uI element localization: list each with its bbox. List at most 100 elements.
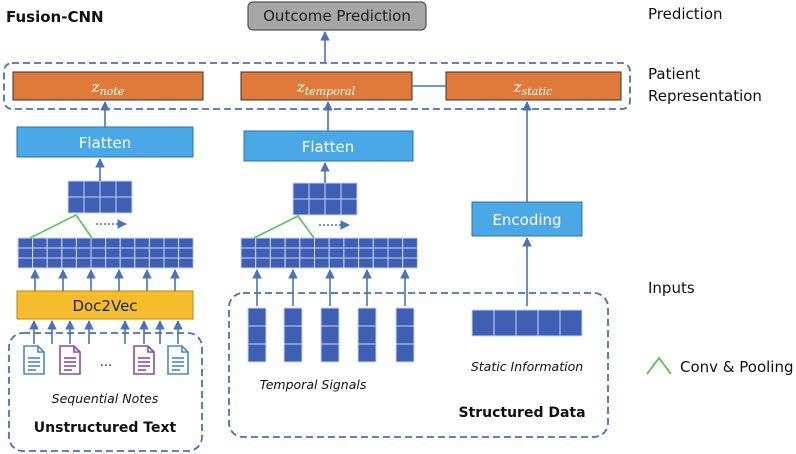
grid-cell (119, 237, 136, 249)
grid-cell (134, 247, 150, 259)
conv-grid-middle (240, 237, 418, 269)
grid-cell (269, 247, 286, 259)
grid-cell (32, 257, 48, 269)
grid-cell (299, 247, 315, 259)
grid-cell (358, 257, 374, 269)
grid-cell (284, 247, 301, 259)
grid-cell (328, 247, 345, 259)
conv-pooling-legend-label: Conv & Pooling (680, 358, 794, 376)
z-note-box (12, 71, 204, 101)
note-doc-icon (167, 345, 189, 375)
flatten-left-label: Flatten (79, 134, 132, 152)
temporal-signal-cell (247, 307, 267, 327)
grid-cell (328, 257, 345, 269)
grid-cell (148, 257, 165, 269)
grid-cell (61, 237, 77, 249)
note-doc-icon (59, 345, 81, 375)
grid-cell (134, 257, 150, 269)
grid-cell (75, 237, 92, 249)
grid-cell (17, 237, 34, 249)
patient-side-label: Patient (648, 65, 700, 83)
z-temporal-box (240, 71, 413, 101)
grid-cell (99, 180, 117, 198)
static-information-cell (559, 309, 583, 337)
z-temporal-label: ztemporal (296, 78, 356, 98)
representation-side-label: Representation (648, 87, 762, 105)
grid-cell (372, 247, 389, 259)
grid-cell (61, 247, 77, 259)
encoding-label: Encoding (492, 211, 561, 229)
grid-cell (134, 237, 150, 249)
conv-grid-left (17, 237, 194, 269)
encoding-box (471, 201, 583, 237)
grid-cell (115, 196, 133, 214)
grid-cell (387, 237, 404, 249)
grid-cell (240, 237, 257, 249)
grid-cell (402, 237, 418, 249)
z-temporal-sub: temporal (305, 85, 356, 98)
temporal-signal-cell (357, 325, 377, 345)
grid-cell (163, 247, 180, 259)
grid-cell (163, 257, 180, 269)
grid-cell (328, 237, 345, 249)
grid-cell (90, 257, 107, 269)
temporal-signal-cell (320, 343, 340, 363)
grid-cell (387, 247, 404, 259)
temporal-signals-caption: Temporal Signals (260, 377, 367, 392)
grid-cell (340, 198, 358, 216)
z-static-box (445, 71, 622, 101)
grid-cell (324, 182, 342, 200)
pooled-grid-left (67, 180, 133, 214)
grid-cell (75, 257, 92, 269)
z-note-label: znote (91, 78, 125, 98)
static-information-cell (471, 309, 495, 337)
temporal-signal-cell (283, 325, 303, 345)
z-temporal-base: z (296, 78, 305, 96)
flatten-middle-label: Flatten (302, 138, 355, 156)
grid-cell (402, 257, 418, 269)
unstructured-text-caption: Unstructured Text (34, 420, 177, 436)
grid-cell (314, 247, 330, 259)
grid-cell (255, 247, 271, 259)
static-information-cell (537, 309, 561, 337)
patient-representation-group (3, 62, 631, 110)
grid-cell (324, 198, 342, 216)
prediction-side-label: Prediction (648, 5, 723, 23)
grid-cell (240, 257, 257, 269)
grid-cell (372, 257, 389, 269)
temporal-signal-cell (357, 307, 377, 327)
grid-cell (343, 247, 360, 259)
flatten-middle-box (243, 130, 414, 162)
grid-cell (299, 237, 315, 249)
grid-cell (105, 237, 121, 249)
grid-cell (255, 237, 271, 249)
grid-cell (343, 237, 360, 249)
grid-cell (83, 180, 101, 198)
doc2vec-label: Doc2Vec (72, 297, 137, 315)
grid-cell (387, 257, 404, 269)
static-information-vector (471, 309, 583, 337)
pooled-grid-middle (292, 182, 358, 216)
doc2vec-box (16, 290, 194, 320)
grid-cell (46, 247, 63, 259)
grid-cell (255, 257, 271, 269)
grid-cell (314, 237, 330, 249)
grid-cell (284, 257, 301, 269)
grid-cell (292, 182, 310, 200)
temporal-signal-cell (247, 343, 267, 363)
grid-cell (269, 237, 286, 249)
grid-cell (46, 257, 63, 269)
grid-cell (67, 196, 85, 214)
note-to-doc2vec-arrows (29, 320, 183, 344)
grid-cell (148, 237, 165, 249)
grid-cell (32, 247, 48, 259)
temporal-signal-cell (395, 325, 415, 345)
temporal-signal-columns (247, 269, 415, 363)
grid-cell (83, 196, 101, 214)
grid-cell (17, 257, 34, 269)
static-information-caption: Static Information (471, 359, 583, 374)
structured-data-caption: Structured Data (458, 405, 585, 421)
temporal-signal-cell (283, 307, 303, 327)
grid-cell (67, 180, 85, 198)
